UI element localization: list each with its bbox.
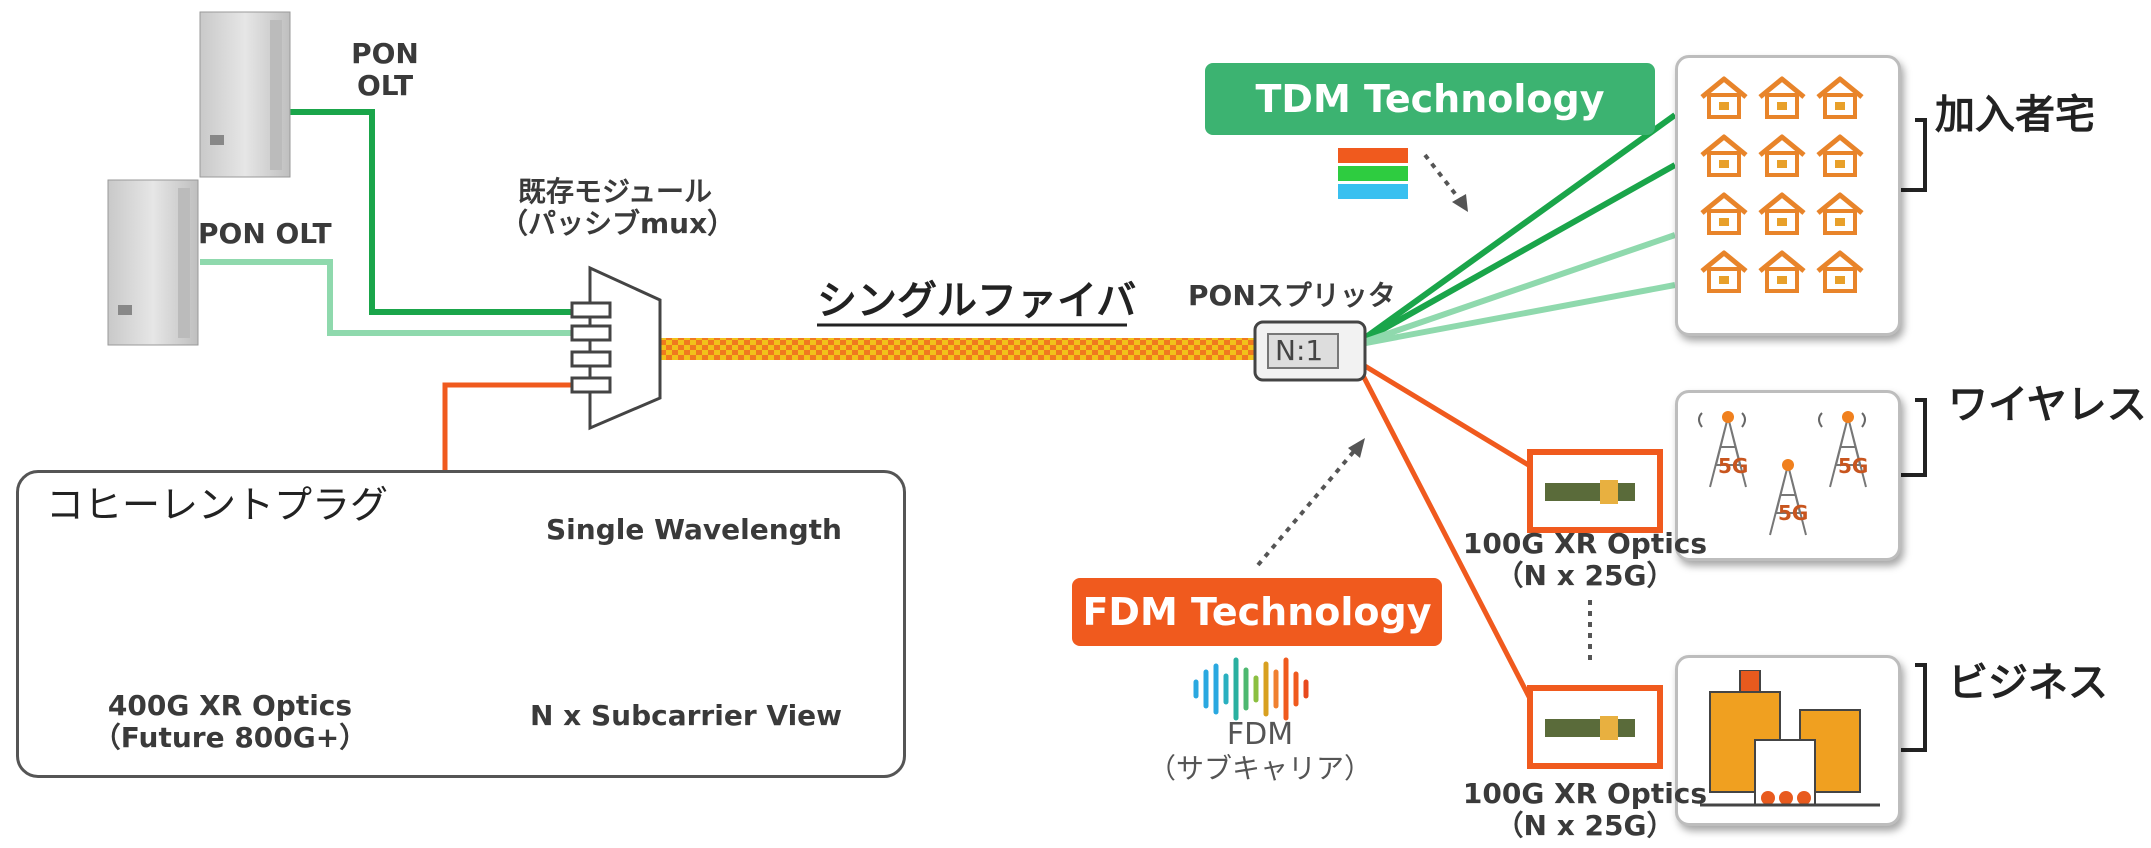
transceiver-icon <box>1527 685 1663 769</box>
tdm-line-2 <box>1353 162 1677 348</box>
building-icon <box>1700 670 1880 807</box>
fdm-caption-line2: （サブキャリア） <box>1147 751 1372 785</box>
tdm-line-1 <box>1353 112 1677 348</box>
subscriber-label: 加入者宅 <box>1935 92 2095 138</box>
mux-line2: （パッシブmux） <box>500 207 736 241</box>
waveform-icon <box>1193 657 1309 721</box>
house-grid <box>1700 75 1880 315</box>
tdm-line-3 <box>1354 232 1676 348</box>
optics1-line1: 100G XR Optics <box>1462 527 1708 560</box>
fdm-caption: FDM （サブキャリア） <box>1130 717 1390 785</box>
olt-top-label: PON OLT <box>340 37 430 103</box>
splitter-title: PONスプリッタ <box>1188 279 1396 312</box>
fdm-caption-line1: FDM <box>1226 717 1294 752</box>
optics2-line1: 100G XR Optics <box>1462 777 1708 810</box>
optics400-line1: 400G XR Optics <box>107 689 353 722</box>
optics400-label: 400G XR Optics （Future 800G+） <box>60 689 400 755</box>
business-label: ビジネス <box>1948 660 2108 706</box>
olt-top-line1: PON <box>351 37 419 70</box>
dotted-arrows <box>1256 153 1592 660</box>
tdm-wavelength-bars <box>1338 148 1408 199</box>
olt-bottom-cable <box>200 259 575 336</box>
server-cabinet-icon <box>199 11 291 178</box>
wireless-badge-2: 5G <box>1838 454 1869 478</box>
mux-line1: 既存モジュール <box>517 175 713 208</box>
olt-top-line2: OLT <box>356 69 414 103</box>
wireless-badge-3: 5G <box>1778 501 1809 525</box>
mux-label: 既存モジュール （パッシブmux） <box>500 175 736 241</box>
tdm-technology-badge: TDM Technology <box>1205 63 1655 135</box>
fdm-label: FDM Technology <box>1082 590 1432 634</box>
splitter-ratio: N:1 <box>1275 334 1324 367</box>
wireless-badge-1: 5G <box>1718 454 1749 478</box>
optics1-label: 100G XR Optics （N x 25G） <box>1455 527 1715 593</box>
coherent-plug-panel <box>16 470 906 778</box>
fiber-label: シングルファイバ <box>817 278 1137 324</box>
olt-bottom-label: PON OLT <box>198 217 332 250</box>
wireless-label: ワイヤレス <box>1948 382 2147 428</box>
optics2-line2: （N x 25G） <box>1495 809 1675 843</box>
optics2-label: 100G XR Optics （N x 25G） <box>1455 777 1715 843</box>
wavelength-title: Single Wavelength <box>546 513 842 546</box>
transceiver-icon <box>1527 449 1663 533</box>
fdm-line-business <box>1352 358 1543 720</box>
passive-mux-icon <box>570 265 662 431</box>
fdm-line-wireless <box>1353 357 1547 478</box>
optics400-line2: （Future 800G+） <box>92 721 368 755</box>
server-cabinet-icon <box>107 179 199 346</box>
coherent-title: コヒーレントプラグ <box>46 483 389 527</box>
tdm-label: TDM Technology <box>1255 77 1605 121</box>
single-fiber <box>650 338 1260 360</box>
brackets <box>1895 118 1927 752</box>
fdm-technology-badge: FDM Technology <box>1072 578 1442 646</box>
optics1-line2: （N x 25G） <box>1495 559 1675 593</box>
cell-tower-icon <box>1698 410 1867 536</box>
tdm-line-4 <box>1354 282 1676 348</box>
subcarrier-caption: N x Subcarrier View <box>530 699 843 732</box>
